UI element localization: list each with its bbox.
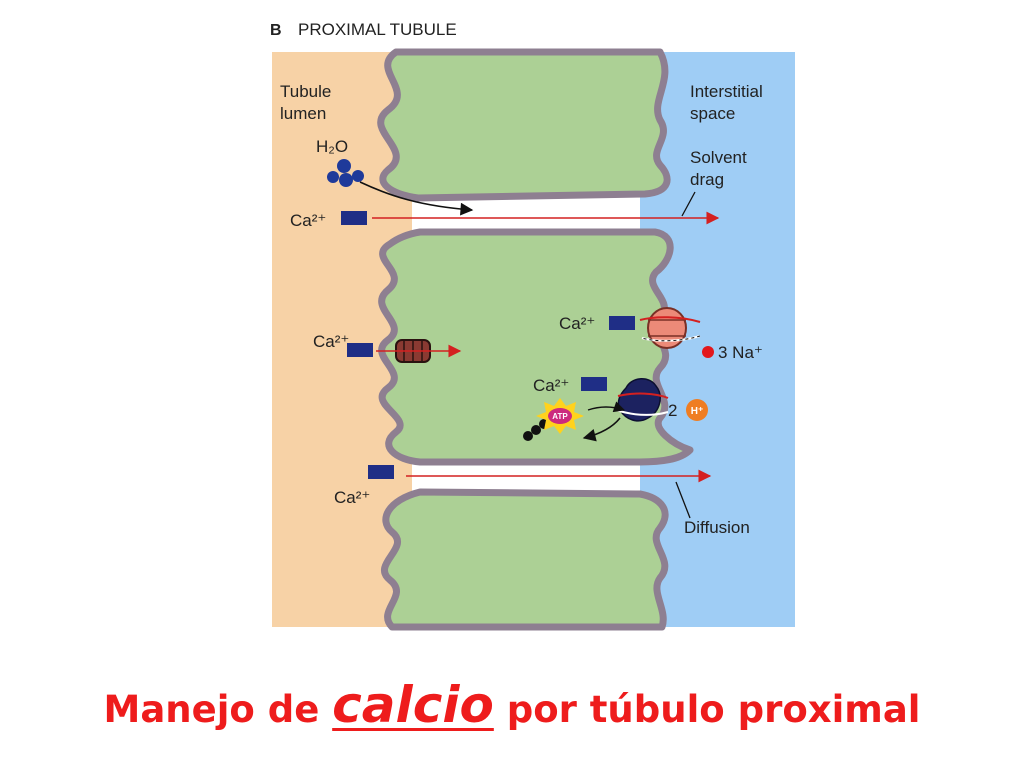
atp-molecule-icon: ATP [523, 398, 584, 441]
diffusion-pointer [675, 481, 691, 519]
interstitial-label-line2: space [690, 104, 735, 123]
caption-emphasis: calcio [332, 676, 494, 734]
proton-label: H⁺ [691, 406, 704, 417]
calcium-marker-solvent-drag [341, 211, 367, 225]
calcium-label-pump: Ca²⁺ [533, 376, 569, 395]
pump-hydrolysis-arrow [582, 417, 621, 442]
caption-part2: por túbulo proximal [493, 688, 921, 731]
solvent-drag-label-line1: Solvent [690, 148, 747, 167]
calcium-label-exchanger: Ca²⁺ [559, 314, 595, 333]
calcium-label-apical: Ca²⁺ [313, 332, 349, 351]
lumen-label-line1: Tubule [280, 82, 331, 101]
proton-count-label: 2 [668, 401, 677, 420]
water-label: H₂O [316, 137, 348, 156]
calcium-label-diffusion: Ca²⁺ [334, 488, 370, 507]
water-molecule-icon [327, 159, 364, 187]
interstitial-label-line1: Interstitial [690, 82, 763, 101]
upper-cell [377, 48, 671, 202]
calcium-marker-pump [581, 377, 607, 391]
atp-to-pump-arrow [587, 401, 626, 413]
solvent-drag-label-line2: drag [690, 170, 724, 189]
proton-icon [686, 399, 708, 421]
diffusion-label: Diffusion [684, 518, 750, 537]
sodium-label: 3 Na⁺ [718, 343, 763, 362]
panel-letter: B [270, 22, 282, 39]
na-ca-exchanger-icon [639, 307, 701, 349]
calcium-marker-exchanger [609, 316, 635, 330]
panel-title: PROXIMAL TUBULE [298, 20, 457, 39]
solvent-drag-pointer [681, 191, 696, 217]
water-flow-arrow [359, 181, 474, 216]
caption-part1: Manejo de [103, 688, 333, 731]
calcium-label-solvent-drag: Ca²⁺ [290, 211, 326, 230]
atp-label: ATP [552, 412, 568, 421]
lumen-label-line2: lumen [280, 104, 326, 123]
slide-caption: Manejo de calcio por túbulo proximal [0, 676, 1024, 734]
lower-cell [381, 488, 669, 631]
calcium-marker-diffusion [368, 465, 394, 479]
calcium-marker-apical [347, 343, 373, 357]
sodium-ion-icon [702, 346, 714, 358]
